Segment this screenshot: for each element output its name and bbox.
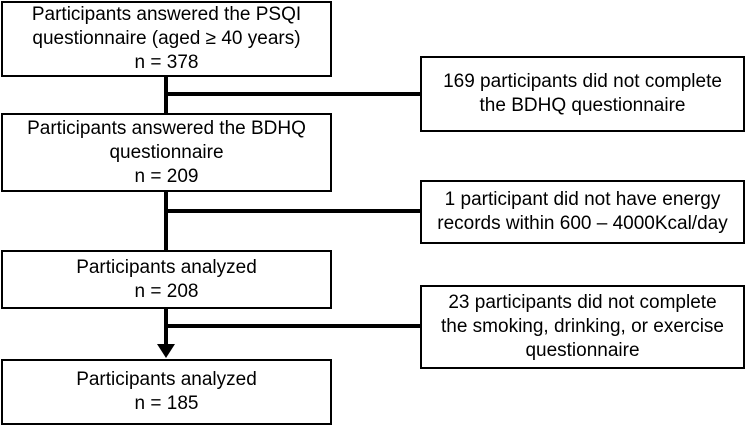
exclusion-box-lifestyle: 23 participants did not complete the smo… <box>420 285 745 369</box>
exclusion-bdhq-line2: the BDHQ questionnaire <box>479 95 686 116</box>
exclusion-bdhq-line1: 169 participants did not complete <box>443 71 722 92</box>
box-psqi-line2: questionnaire (aged ≥ 40 years) <box>32 28 301 49</box>
exclusion-lifestyle-line2: the smoking, drinking, or exercise <box>440 316 724 337</box>
box-psqi: Participants answered the PSQI questionn… <box>1 1 332 77</box>
exclusion-energy-line1: 1 participant did not have energy <box>444 189 721 210</box>
box-analyzed-185-label: Participants analyzed <box>76 369 257 390</box>
box-bdhq-line2: questionnaire <box>109 141 224 163</box>
exclusion-energy-line2: records within 600 – 4000Kcal/day <box>437 213 728 234</box>
exclusion-lifestyle-line3: questionnaire <box>525 340 640 361</box>
box-psqi-count: n = 378 <box>134 52 199 73</box>
exclusion-box-energy: 1 participant did not have energy record… <box>420 180 745 244</box>
exclusion-lifestyle-line1: 23 participants did not complete <box>448 292 717 313</box>
box-analyzed-185-count: n = 185 <box>134 393 199 414</box>
box-analyzed-208-label: Participants analyzed <box>76 256 257 278</box>
box-analyzed-208: Participants analyzed n = 208 <box>1 250 332 309</box>
box-bdhq: Participants answered the BDHQ questionn… <box>1 113 332 192</box>
box-analyzed-208-count: n = 208 <box>134 280 199 302</box>
exclusion-box-bdhq: 169 participants did not complete the BD… <box>420 56 745 132</box>
box-bdhq-count: n = 209 <box>134 165 199 187</box>
box-psqi-line1: Participants answered the PSQI <box>31 4 302 25</box>
box-analyzed-185: Participants analyzed n = 185 <box>1 359 332 425</box>
box-bdhq-line1: Participants answered the BDHQ <box>27 117 306 139</box>
flow-arrowhead <box>157 344 175 358</box>
